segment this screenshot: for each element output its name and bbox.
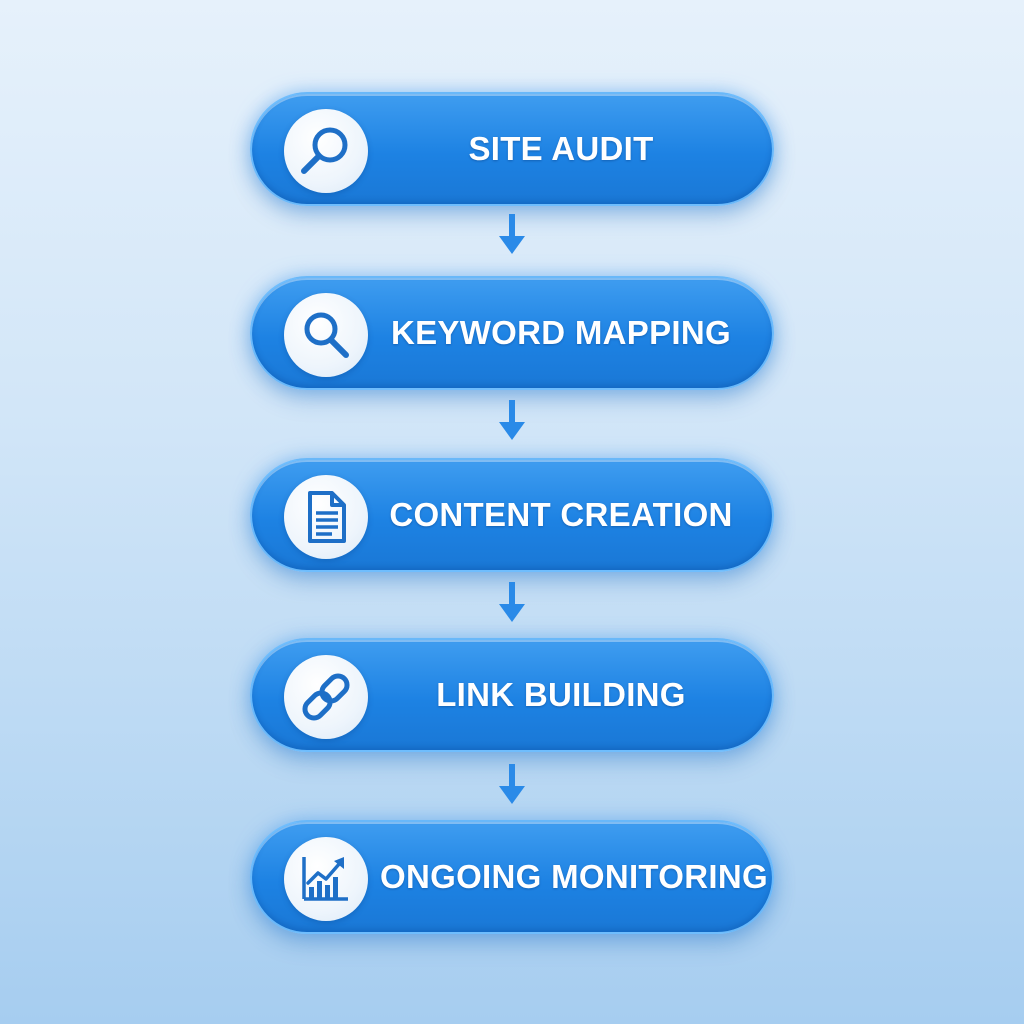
step-link-building[interactable]: LINK BUILDING bbox=[250, 638, 774, 752]
step-label: CONTENT CREATION bbox=[389, 496, 733, 533]
step-content-creation[interactable]: CONTENT CREATION bbox=[250, 458, 774, 572]
magnifier-icon bbox=[284, 109, 368, 193]
step-keyword-mapping[interactable]: KEYWORD MAPPING bbox=[250, 276, 774, 390]
step-label: LINK BUILDING bbox=[436, 676, 686, 713]
step-ongoing-monitoring[interactable]: ONGOING MONITORING bbox=[250, 820, 774, 934]
arrow-down-icon bbox=[496, 580, 528, 624]
step-label: SITE AUDIT bbox=[468, 130, 654, 167]
arrow-down-icon bbox=[496, 762, 528, 806]
arrow-down-icon bbox=[496, 212, 528, 256]
chain-link-icon bbox=[284, 655, 368, 739]
search-icon bbox=[284, 293, 368, 377]
step-label: ONGOING MONITORING bbox=[380, 858, 768, 895]
arrow-down-icon bbox=[496, 398, 528, 442]
growth-chart-icon bbox=[284, 837, 368, 921]
step-label: KEYWORD MAPPING bbox=[390, 314, 731, 351]
step-site-audit[interactable]: SITE AUDIT bbox=[250, 92, 774, 206]
document-icon bbox=[284, 475, 368, 559]
